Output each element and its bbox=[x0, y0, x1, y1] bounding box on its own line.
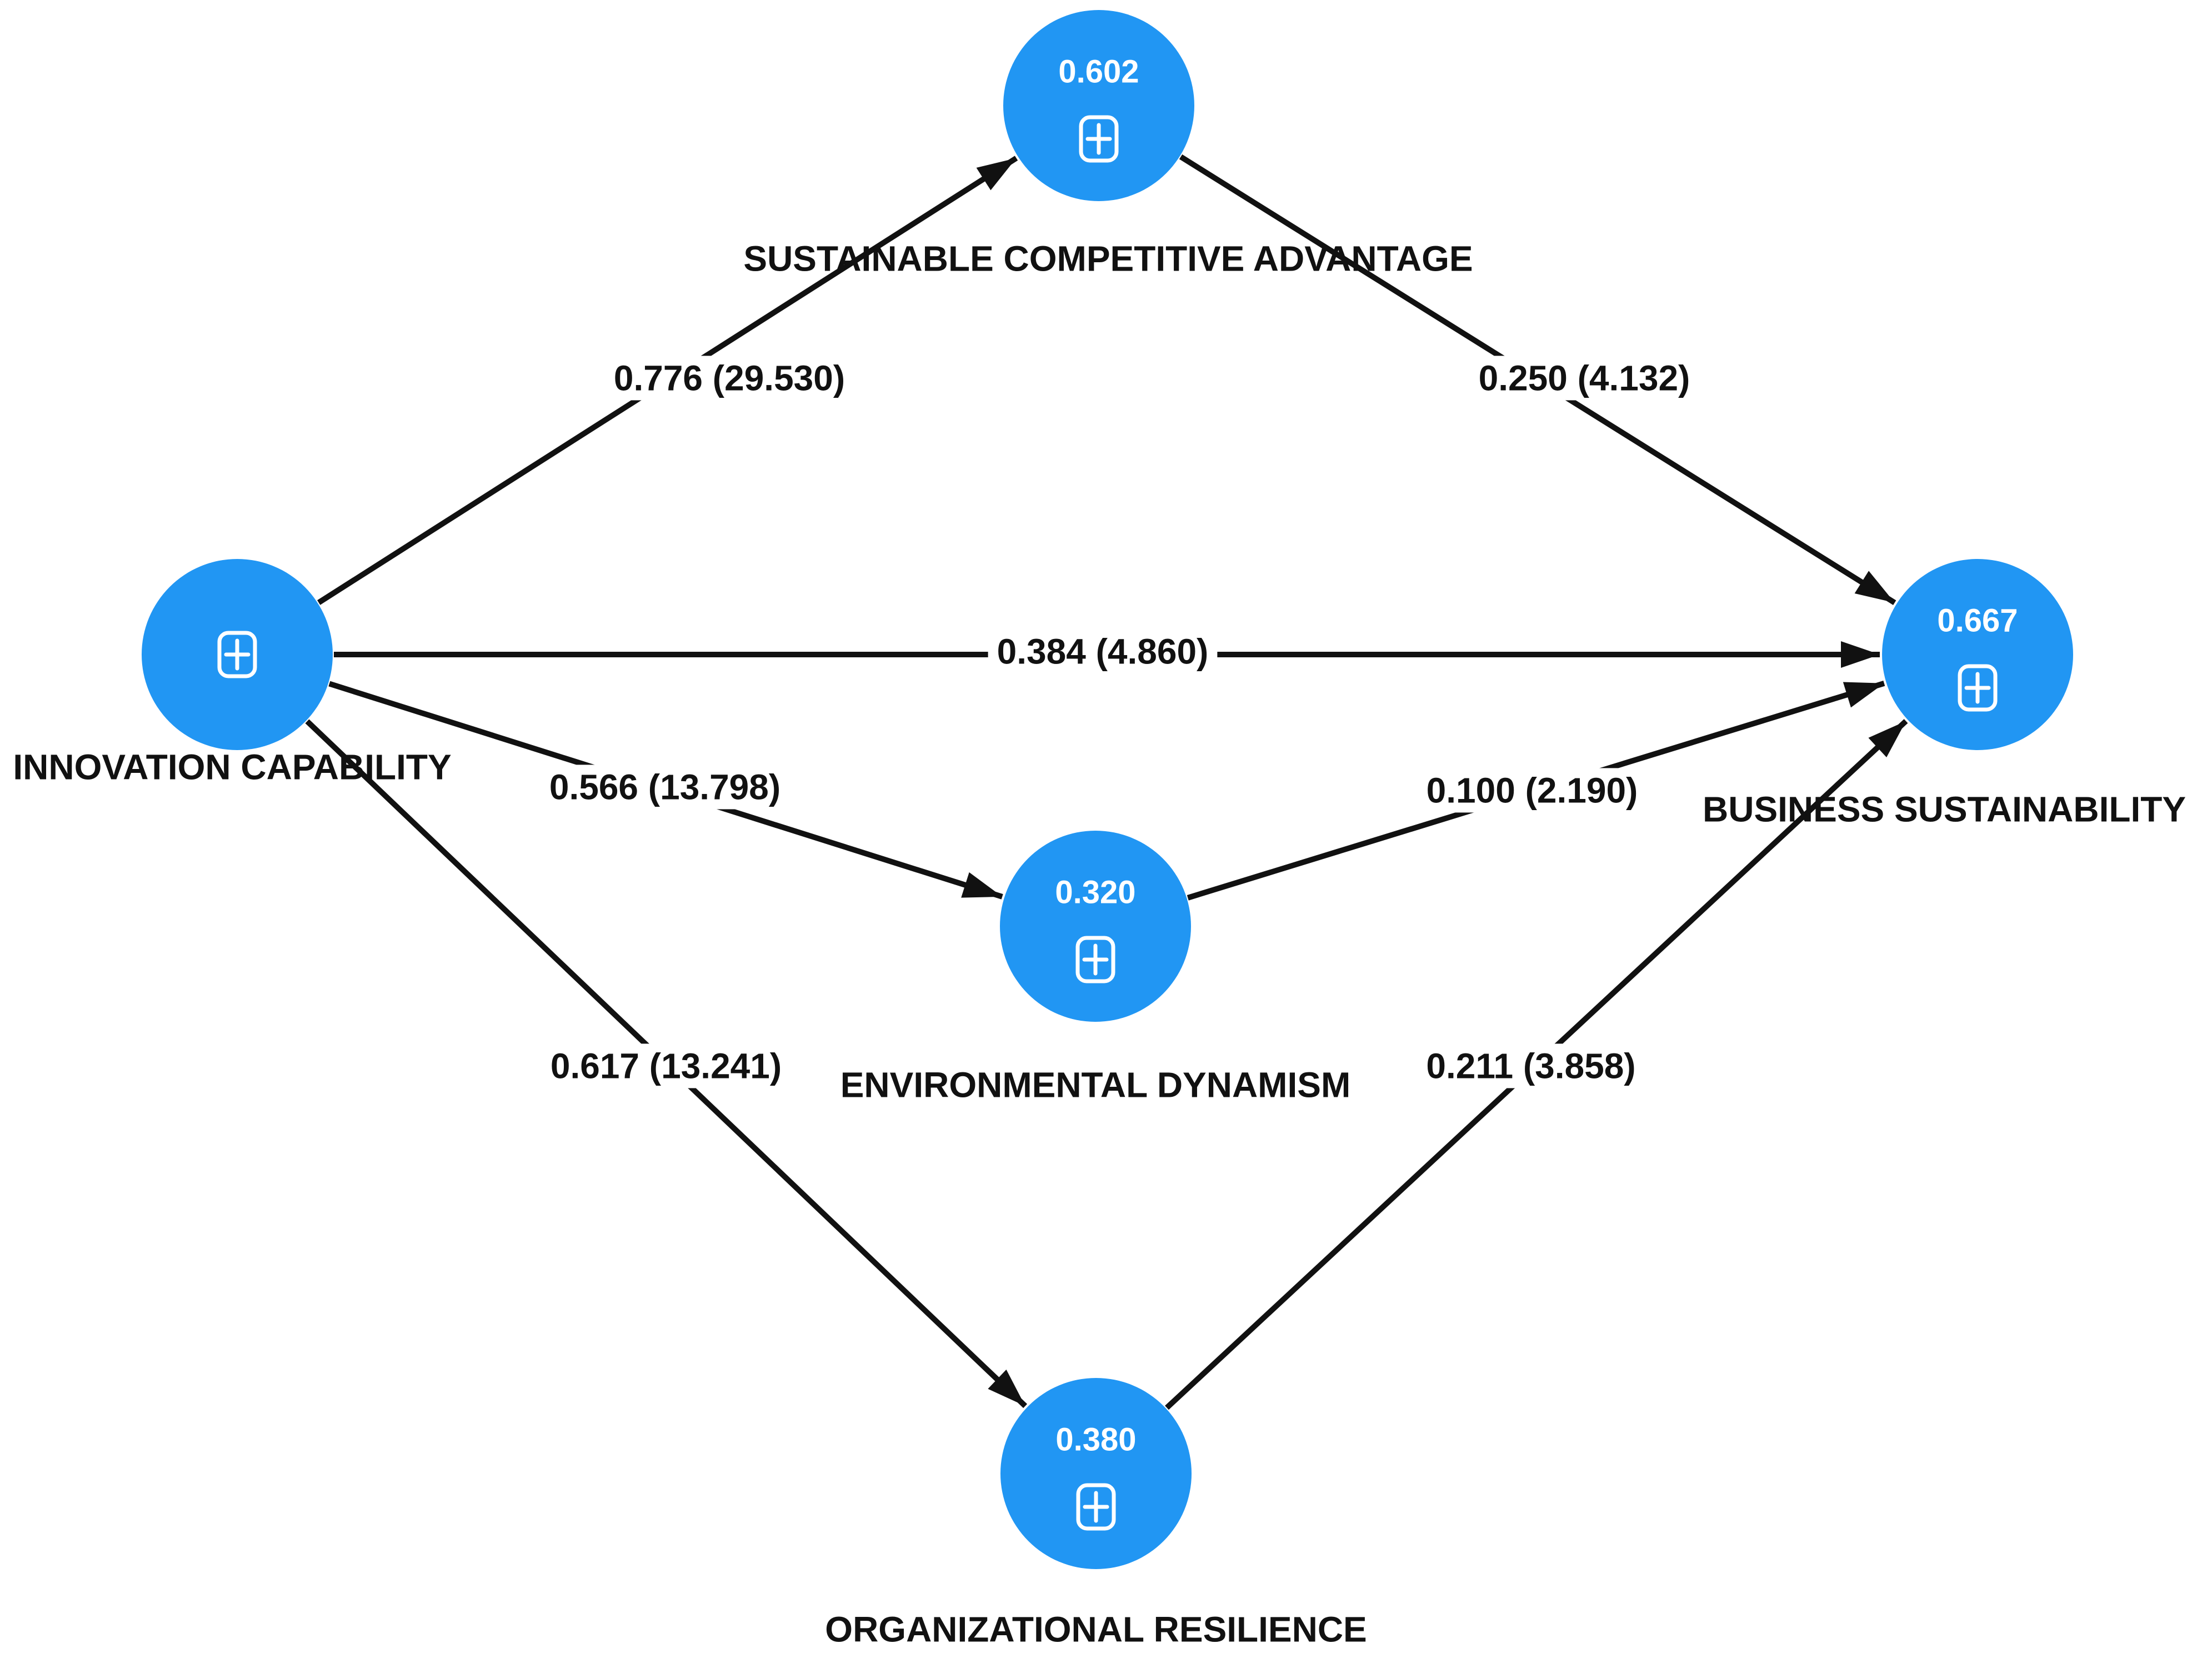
r-squared-value: 0.320 bbox=[1055, 874, 1135, 910]
nodes-layer: 0.602 0.320 0.380 0.667 bbox=[142, 10, 2073, 1569]
node-name-label: ENVIRONMENTAL DYNAMISM bbox=[840, 1065, 1351, 1105]
plus-icon[interactable] bbox=[1079, 115, 1119, 163]
path-coefficient-label: 0.100 (2.190) bbox=[1427, 770, 1638, 810]
plus-icon[interactable] bbox=[1075, 936, 1115, 983]
path-coefficient-label: 0.566 (13.798) bbox=[549, 767, 780, 807]
path-label-background bbox=[1417, 1043, 1645, 1088]
node-name-label: SUSTAINABLE COMPETITIVE ADVANTAGE bbox=[743, 238, 1473, 278]
path-label-background bbox=[988, 629, 1218, 674]
node-innovation-capability[interactable] bbox=[142, 559, 333, 750]
path-label-group: 0.617 (13.241) bbox=[541, 1043, 791, 1088]
latent-variable-circle[interactable] bbox=[1003, 10, 1194, 201]
node-name-label: ORGANIZATIONAL RESILIENCE bbox=[825, 1609, 1367, 1649]
path-coefficient-label: 0.384 (4.860) bbox=[997, 631, 1209, 671]
path-label-background bbox=[1469, 356, 1699, 401]
plus-icon[interactable] bbox=[1958, 664, 1998, 712]
path-label-background bbox=[1417, 768, 1647, 813]
path-label-background bbox=[604, 356, 854, 401]
path-coefficient-label: 0.776 (29.530) bbox=[614, 358, 845, 398]
r-squared-value: 0.602 bbox=[1058, 53, 1139, 89]
r-squared-value: 0.667 bbox=[1937, 602, 2018, 638]
path-coefficient-label: 0.211 (3.858) bbox=[1426, 1046, 1635, 1086]
path-coefficient-label: 0.617 (13.241) bbox=[551, 1046, 782, 1086]
path-label-group: 0.566 (13.798) bbox=[540, 765, 790, 810]
node-environmental-dynamism[interactable]: 0.320 bbox=[1000, 831, 1191, 1022]
latent-variable-circle[interactable] bbox=[1000, 1378, 1192, 1569]
latent-variable-circle[interactable] bbox=[1000, 831, 1191, 1022]
node-sustainable-competitive-advantage[interactable]: 0.602 bbox=[1003, 10, 1194, 201]
node-business-sustainability[interactable]: 0.667 bbox=[1882, 559, 2073, 750]
latent-variable-circle[interactable] bbox=[1882, 559, 2073, 750]
path-label-group: 0.250 (4.132) bbox=[1469, 356, 1699, 401]
path-label-group: 0.384 (4.860) bbox=[988, 629, 1218, 674]
path-coefficient-label: 0.250 (4.132) bbox=[1479, 358, 1690, 398]
path-label-group: 0.100 (2.190) bbox=[1417, 768, 1647, 813]
plus-icon[interactable] bbox=[217, 631, 257, 678]
r-squared-value: 0.380 bbox=[1055, 1421, 1136, 1457]
node-name-label: INNOVATION CAPABILITY bbox=[13, 747, 451, 787]
path-label-background bbox=[540, 765, 790, 810]
plus-icon[interactable] bbox=[1076, 1483, 1116, 1531]
path-label-background bbox=[541, 1043, 791, 1088]
path-label-group: 0.211 (3.858) bbox=[1417, 1043, 1645, 1088]
node-name-label: BUSINESS SUSTAINABILITY bbox=[1703, 789, 2186, 829]
node-organizational-resilience[interactable]: 0.380 bbox=[1000, 1378, 1192, 1569]
edge-labels-layer: 0.776 (29.530) 0.250 (4.132) 0.384 (4.860)… bbox=[540, 356, 1699, 1088]
path-label-group: 0.776 (29.530) bbox=[604, 356, 854, 401]
node-labels-layer: INNOVATION CAPABILITY SUSTAINABLE COMPETI… bbox=[13, 238, 2186, 1649]
